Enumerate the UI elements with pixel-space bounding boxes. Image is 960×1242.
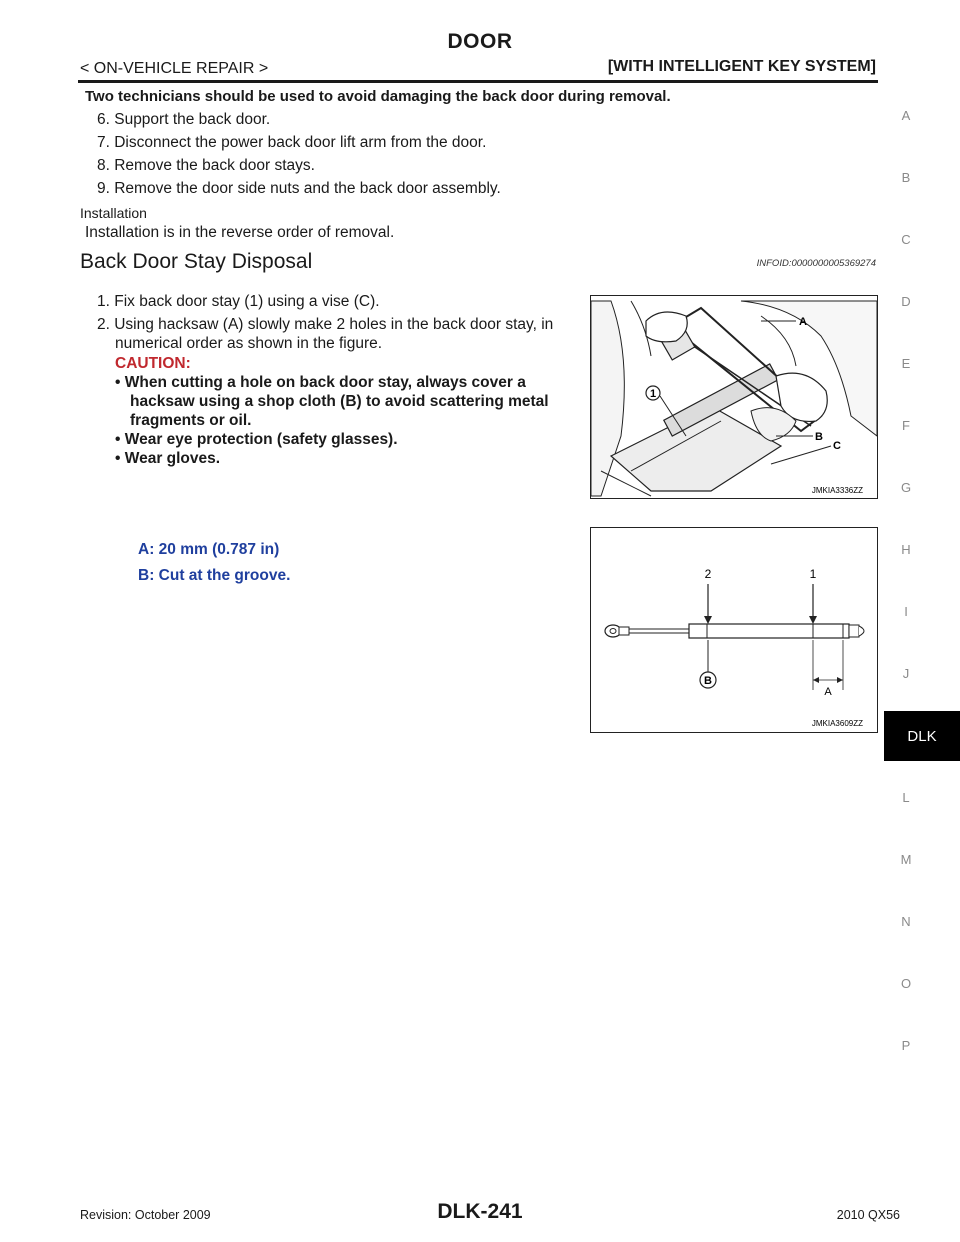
figure2-label-2: 2 <box>705 567 712 581</box>
side-index-l[interactable]: L <box>902 790 910 805</box>
caution-bullet-2: • Wear eye protection (safety glasses). <box>115 431 398 448</box>
side-index-e[interactable]: E <box>901 356 911 371</box>
figure-hacksaw: 1 A B C JMKIA3336ZZ <box>590 295 878 499</box>
legend-a: A: 20 mm (0.787 in) <box>138 541 280 558</box>
figure2-label-a: A <box>824 686 832 698</box>
figure1-label-c: C <box>833 440 841 452</box>
side-index-c[interactable]: C <box>901 232 911 247</box>
removal-step-8: 8. Remove the back door stays. <box>97 157 315 174</box>
callout-circle-1 <box>645 385 661 401</box>
side-index-d[interactable]: D <box>901 294 911 309</box>
page-title: DOOR <box>447 30 513 53</box>
disposal-step-2-line2: numerical order as shown in the figure. <box>115 335 383 352</box>
footer-model: 2010 QX56 <box>836 1208 900 1222</box>
section-right: [WITH INTELLIGENT KEY SYSTEM] <box>607 58 876 75</box>
side-index-n[interactable]: N <box>901 914 911 929</box>
side-index-i[interactable]: I <box>904 604 908 619</box>
caution-label: CAUTION: <box>115 355 191 372</box>
side-index-a[interactable]: A <box>901 108 911 123</box>
header-rule <box>78 80 878 83</box>
legend-b: B: Cut at the groove. <box>138 567 291 584</box>
caution-bullet-1-line1: • When cutting a hole on back door stay,… <box>115 374 526 391</box>
side-index-h[interactable]: H <box>901 542 911 557</box>
figure-stay-cut: 2 1 B A JMKIA3609ZZ <box>590 527 878 733</box>
hacksaw-illustration: 1 A B C JMKIA3336ZZ <box>590 300 878 497</box>
callout-circle-b <box>699 671 717 689</box>
disposal-step-1: 1. Fix back door stay (1) using a vise (… <box>97 293 380 310</box>
removal-step-6: 6. Support the back door. <box>97 111 271 128</box>
side-index-dlk-active[interactable]: DLK <box>884 711 960 761</box>
warning-text: Two technicians should be used to avoid … <box>85 88 671 105</box>
side-index-m[interactable]: M <box>900 852 912 867</box>
disposal-step-2-line1: 2. Using hacksaw (A) slowly make 2 holes… <box>97 316 554 333</box>
section-title-disposal: Back Door Stay Disposal <box>80 250 313 273</box>
side-index-g[interactable]: G <box>900 480 912 495</box>
side-index-p[interactable]: P <box>901 1038 911 1053</box>
footer-revision: Revision: October 2009 <box>80 1208 211 1222</box>
removal-step-7: 7. Disconnect the power back door lift a… <box>97 134 487 151</box>
figure2-label-1: 1 <box>810 567 817 581</box>
side-index-j[interactable]: J <box>902 666 910 681</box>
side-index-b[interactable]: B <box>901 170 911 185</box>
installation-text: Installation is in the reverse order of … <box>85 224 395 241</box>
side-index-f[interactable]: F <box>902 418 910 433</box>
caution-bullet-3: • Wear gloves. <box>115 450 221 467</box>
caution-bullet-1-line2: hacksaw using a shop cloth (B) to avoid … <box>130 393 549 410</box>
stay-cut-diagram: 2 1 B A JMKIA3609ZZ <box>604 567 865 728</box>
figure2-code: JMKIA3609ZZ <box>812 719 863 728</box>
info-id: INFOID:0000000005369274 <box>756 258 876 269</box>
installation-heading: Installation <box>80 205 147 221</box>
figure1-label-1: 1 <box>650 388 656 400</box>
removal-step-9: 9. Remove the door side nuts and the bac… <box>97 180 501 197</box>
figure1-label-b: B <box>815 431 823 443</box>
caution-bullet-1-line3: fragments or oil. <box>130 412 252 429</box>
section-left: < ON-VEHICLE REPAIR > <box>80 60 269 77</box>
figure1-label-a: A <box>799 316 807 328</box>
footer-page-number: DLK-241 <box>437 1200 523 1223</box>
figure2-label-b: B <box>704 675 712 687</box>
side-index-o[interactable]: O <box>900 976 912 991</box>
figure1-code: JMKIA3336ZZ <box>812 486 863 495</box>
